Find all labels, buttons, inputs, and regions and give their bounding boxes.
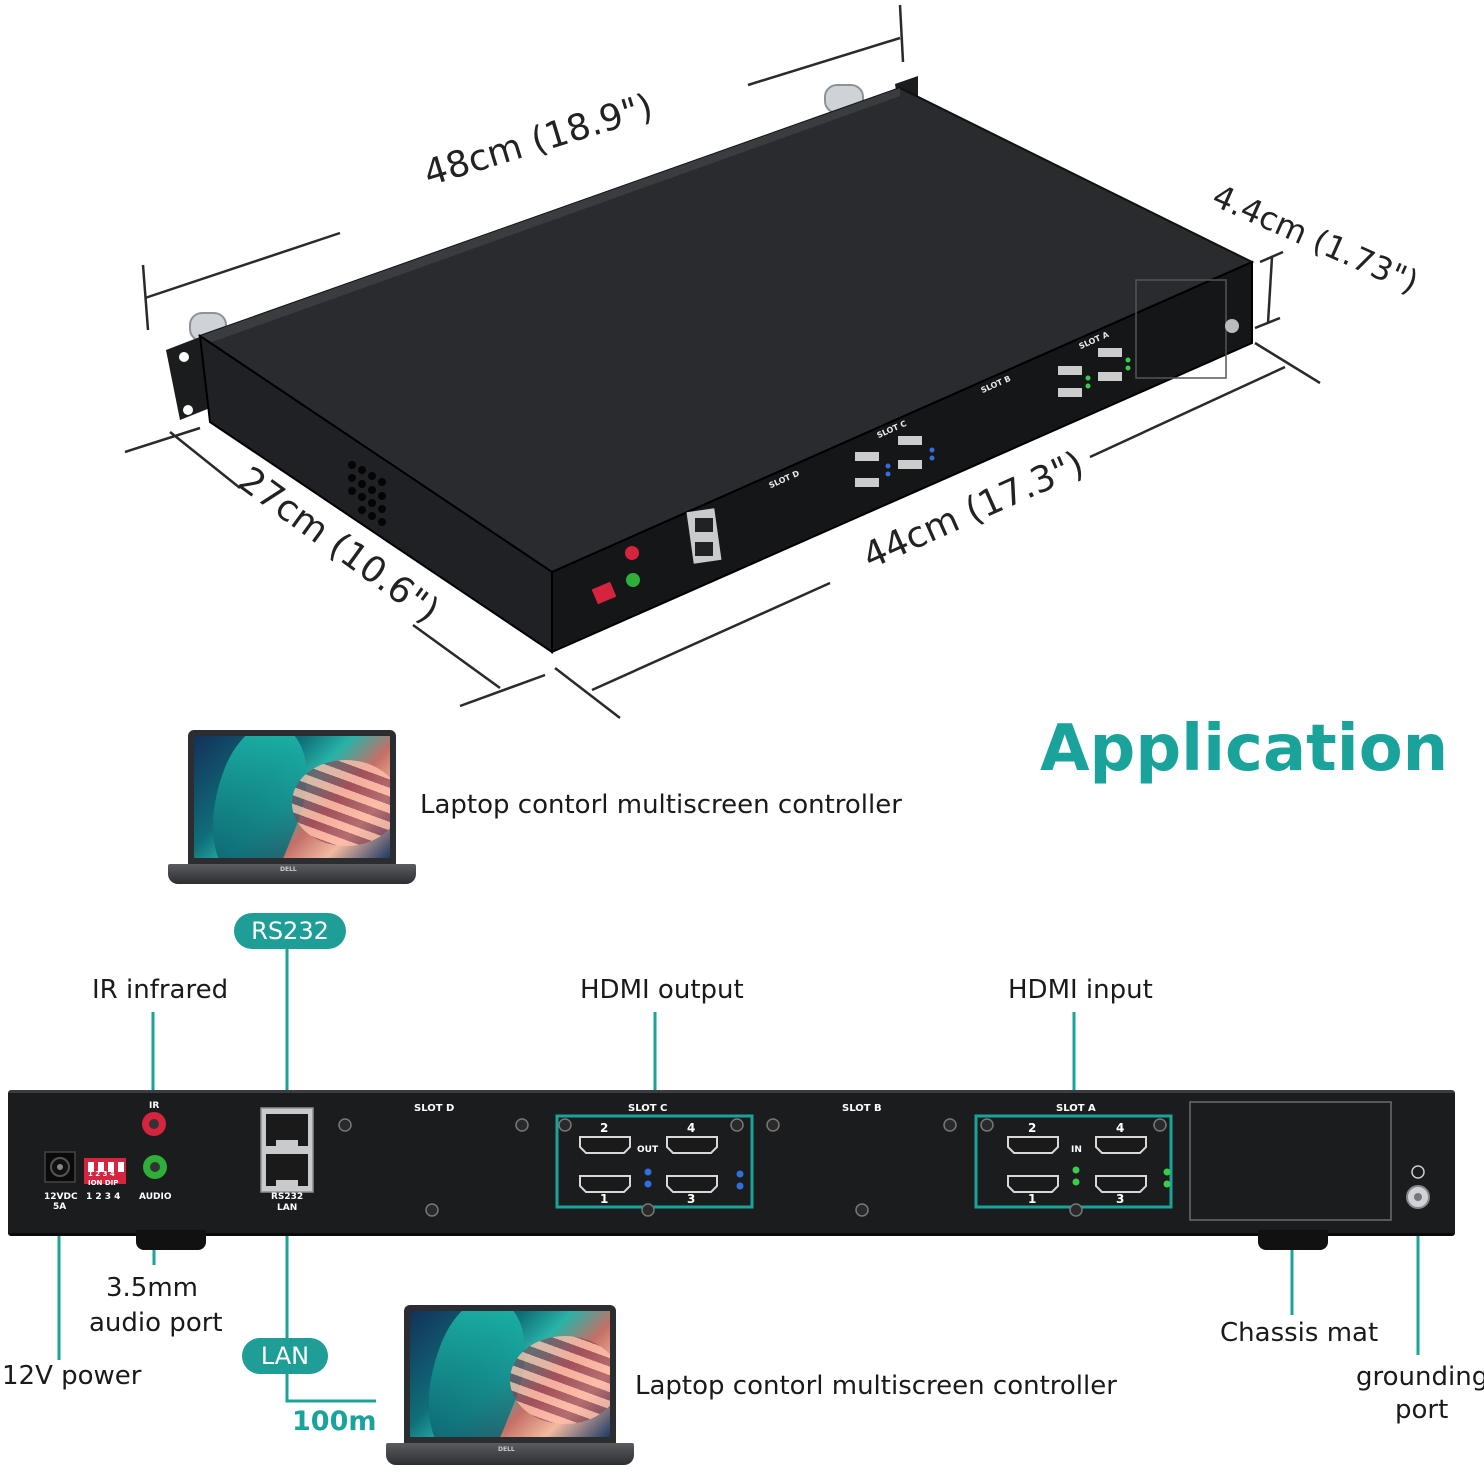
rear-slot-a-label: SLOT A bbox=[1056, 1103, 1096, 1114]
bottom-laptop-caption: Laptop contorl multiscreen controller bbox=[635, 1371, 1117, 1401]
side-vent bbox=[348, 461, 386, 526]
bottom-laptop-screen bbox=[410, 1311, 610, 1437]
device-3d-illustration bbox=[124, 4, 1321, 719]
rear-out-label: OUT bbox=[637, 1145, 659, 1155]
in-port-4-number: 4 bbox=[1116, 1121, 1125, 1135]
grounding-port-label-line1: grounding bbox=[1356, 1362, 1484, 1392]
in-port-2-number: 2 bbox=[1028, 1121, 1037, 1135]
rear-lan-label: LAN bbox=[277, 1203, 298, 1213]
dimension-lines bbox=[124, 4, 1321, 719]
rear-slot-b-label: SLOT B bbox=[842, 1103, 882, 1114]
hdmi-input-label: HDMI input bbox=[1008, 975, 1153, 1005]
bottom-laptop-brand: DELL bbox=[498, 1446, 515, 1453]
ir-infrared-label: IR infrared bbox=[92, 975, 229, 1005]
out-port-2-number: 2 bbox=[600, 1121, 609, 1135]
out-port-1-number: 1 bbox=[600, 1192, 609, 1206]
rs232-badge: RS232 bbox=[234, 913, 346, 949]
audio-port-label-line2: audio port bbox=[89, 1308, 223, 1338]
rear-dip-label-mid: ION DIP bbox=[88, 1179, 119, 1187]
out-port-4-number: 4 bbox=[687, 1121, 696, 1135]
rear-slot-d-label: SLOT D bbox=[414, 1103, 455, 1114]
rear-power-label-line1: 12VDC bbox=[44, 1192, 78, 1202]
chassis-mat-label: Chassis mat bbox=[1220, 1318, 1379, 1348]
rear-power-label-line2: 5A bbox=[53, 1202, 67, 1212]
audio-port-label-line1: 3.5mm bbox=[106, 1273, 199, 1303]
rear-dip-label-bottom: 1 2 3 4 bbox=[86, 1192, 121, 1202]
rear-panel bbox=[8, 1090, 1455, 1236]
out-port-3-number: 3 bbox=[687, 1192, 696, 1206]
front-panel-ports bbox=[591, 279, 1239, 605]
rear-dip-label-top: 1 2 3 4 bbox=[88, 1170, 115, 1178]
power-label: 12V power bbox=[2, 1361, 142, 1391]
grounding-port-label-line2: port bbox=[1395, 1395, 1449, 1425]
top-laptop-caption: Laptop contorl multiscreen controller bbox=[420, 790, 902, 820]
top-laptop: DELL bbox=[168, 730, 416, 890]
top-laptop-screen bbox=[194, 736, 390, 858]
top-laptop-brand: DELL bbox=[280, 866, 297, 873]
chassis-foot-right bbox=[1258, 1230, 1328, 1250]
rear-rs232-label: RS232 bbox=[271, 1192, 304, 1202]
chassis-foot-left bbox=[136, 1230, 206, 1250]
in-port-1-number: 1 bbox=[1028, 1192, 1037, 1206]
rear-ir-label: IR bbox=[149, 1101, 160, 1111]
in-port-3-number: 3 bbox=[1116, 1192, 1125, 1206]
bottom-laptop: DELL bbox=[386, 1305, 634, 1470]
rear-slot-c-label: SLOT C bbox=[628, 1103, 668, 1114]
rear-audio-label: AUDIO bbox=[139, 1192, 172, 1202]
lan-badge: LAN bbox=[242, 1338, 328, 1374]
distance-label: 100m bbox=[292, 1406, 377, 1437]
hdmi-output-label: HDMI output bbox=[580, 975, 744, 1005]
rear-in-label: IN bbox=[1071, 1145, 1082, 1155]
section-title: Application bbox=[1040, 712, 1449, 786]
chassis-side bbox=[198, 333, 553, 654]
